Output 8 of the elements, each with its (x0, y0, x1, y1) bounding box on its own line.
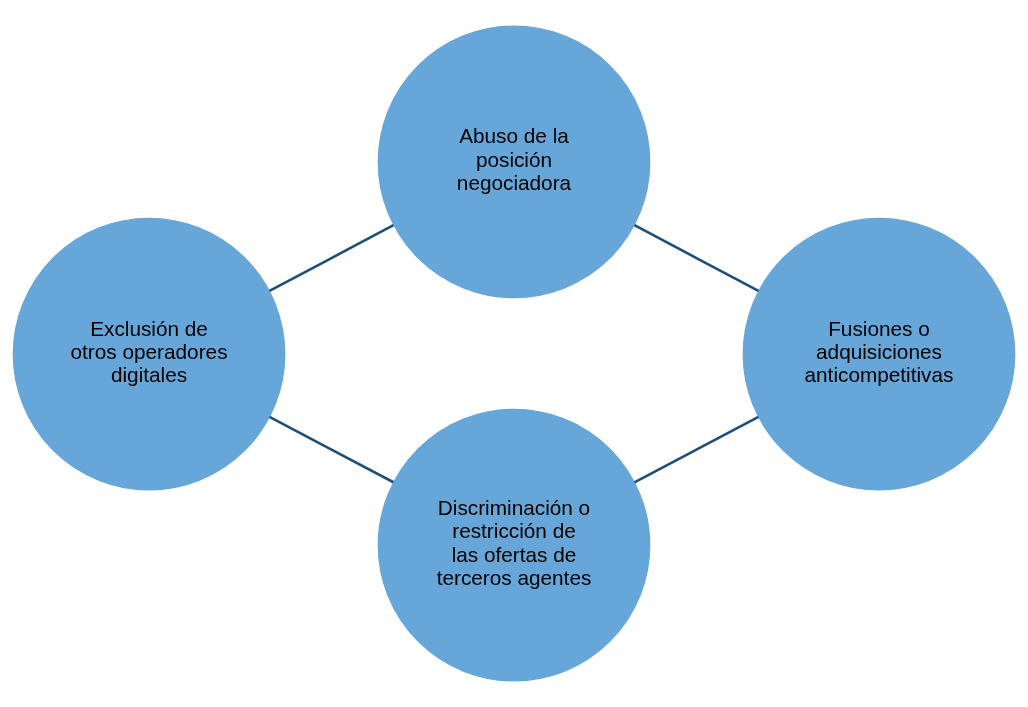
node-circle: Discriminación o restricción de las ofertas de terceros agentes (377, 408, 651, 682)
connector (633, 415, 760, 484)
connector (633, 224, 760, 293)
connector (268, 224, 395, 293)
node-circle: Abuso de la posición negociadora (377, 25, 651, 299)
node-circle: Exclusión de otros operadores digitales (12, 217, 286, 491)
connector (268, 415, 395, 484)
node-circle: Fusiones o adquisiciones anticompetitivas (742, 217, 1016, 491)
